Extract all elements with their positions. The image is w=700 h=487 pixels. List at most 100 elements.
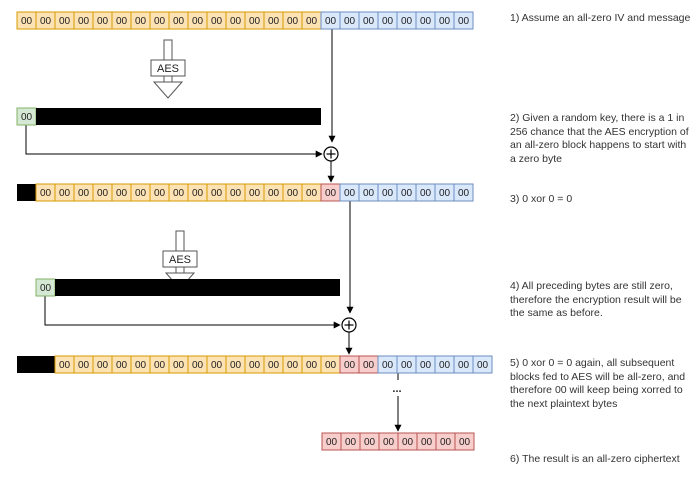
row6-cell-5-text: 00 xyxy=(421,437,433,448)
row1-cell-18-text: 00 xyxy=(363,16,375,27)
row1-cell-0-text: 00 xyxy=(21,16,33,27)
row2-cell-0-text: 00 xyxy=(21,112,33,123)
row3-cell-8-text: 00 xyxy=(192,188,204,199)
row5-cell-13-text: 00 xyxy=(306,360,318,371)
row5-cell-2-text: 00 xyxy=(97,360,109,371)
row3-cell-12-text: 00 xyxy=(268,188,280,199)
row5-cell-9-text: 00 xyxy=(230,360,242,371)
row3-cell-10-text: 00 xyxy=(230,188,242,199)
row5-cell-3-text: 00 xyxy=(116,360,128,371)
row6-cell-3-text: 00 xyxy=(383,437,395,448)
row6-cell-0-text: 00 xyxy=(326,437,338,448)
row2-encryption-output xyxy=(36,108,321,125)
aes-block-2-shaft xyxy=(175,230,185,252)
aes-block-2-neck xyxy=(175,266,185,274)
row1-cell-9-text: 00 xyxy=(192,16,204,27)
row3-cell-5-text: 00 xyxy=(135,188,147,199)
row1-cell-4-text: 00 xyxy=(97,16,109,27)
row5-cell-7-text: 00 xyxy=(192,360,204,371)
row5-cell-22-box xyxy=(472,355,493,374)
row4-encryption-output xyxy=(55,279,340,296)
row1-cell-19-text: 00 xyxy=(382,16,394,27)
note-2: 2) Given a random key, there is a 1 in 2… xyxy=(510,112,689,165)
row1-cell-14-text: 00 xyxy=(287,16,299,27)
row6-cell-4-text: 00 xyxy=(402,437,414,448)
row3-cell-1-text: 00 xyxy=(59,188,71,199)
aes-block-1: AES xyxy=(150,39,186,99)
note-1: 1) Assume an all-zero IV and message xyxy=(510,12,691,24)
row1-cell-6-text: 00 xyxy=(135,16,147,27)
row3-cell-21-text: 00 xyxy=(439,188,451,199)
row5-cell-12-text: 00 xyxy=(287,360,299,371)
row1-cell-1-text: 00 xyxy=(40,16,52,27)
note-6: 6) The result is an all-zero ciphertext xyxy=(510,453,680,465)
row6-cell-6-text: 00 xyxy=(440,437,452,448)
row5-cell-14-text: 00 xyxy=(325,360,337,371)
row1-cell-16-text: 00 xyxy=(325,16,337,27)
row1-cell-12-text: 00 xyxy=(249,16,261,27)
row3-cell-17-text: 00 xyxy=(363,188,375,199)
row5-cell-16-text: 00 xyxy=(363,360,375,371)
row5-cell-8-text: 00 xyxy=(211,360,223,371)
row5-cell-1-text: 00 xyxy=(78,360,90,371)
aes-block-1-neck xyxy=(163,75,173,83)
keystream-line-1 xyxy=(25,125,323,158)
row5-cell-21-text: 00 xyxy=(458,360,470,371)
row5-cell-10-text: 00 xyxy=(249,360,261,371)
row3-cell-2-text: 00 xyxy=(78,188,90,199)
row1-cell-23-text: 00 xyxy=(458,16,470,27)
row3-cell-22-text: 00 xyxy=(458,188,470,199)
row1-cell-13-text: 00 xyxy=(268,16,280,27)
row5-cell-5-text: 00 xyxy=(154,360,166,371)
row3-cell-22-box xyxy=(453,183,474,202)
row3-cell-9-text: 00 xyxy=(211,188,223,199)
row1-cell-7-text: 00 xyxy=(154,16,166,27)
row1-cell-21-text: 00 xyxy=(420,16,432,27)
row3-cell-14-text: 00 xyxy=(306,188,318,199)
row1-cell-10-text: 00 xyxy=(211,16,223,27)
row5-cell-4-text: 00 xyxy=(135,360,147,371)
row1-cell-17-text: 00 xyxy=(344,16,356,27)
row6-cell-7-box xyxy=(454,432,475,451)
row5-cell-22-text: 00 xyxy=(477,360,489,371)
row3-cell-18-text: 00 xyxy=(382,188,394,199)
row5-cell-6-text: 00 xyxy=(173,360,185,371)
byte-cells: 00 00 00 00 00 00 00 00 00 00 00 00 00 00 00 00 00 00 00 00… xyxy=(16,11,493,451)
row1-cell-22-text: 00 xyxy=(439,16,451,27)
row5-cell-0-text: 00 xyxy=(59,360,71,371)
plaintext-byte-line-2 xyxy=(341,200,354,314)
row1-cell-11-text: 00 xyxy=(230,16,242,27)
note-4: 4) All preceding bytes are still zero, t… xyxy=(510,280,682,319)
aes-block-1-shaft xyxy=(163,39,173,61)
row5-cell-18-text: 00 xyxy=(401,360,413,371)
row6-cell-1-text: 00 xyxy=(345,437,357,448)
row3-cell-6-text: 00 xyxy=(154,188,166,199)
row6-cell-2-text: 00 xyxy=(364,437,376,448)
row3-cell-3-text: 00 xyxy=(97,188,109,199)
row1-cell-23-box xyxy=(453,11,474,30)
keystream-line-2 xyxy=(44,296,341,329)
row5-cell-19-text: 00 xyxy=(420,360,432,371)
row6-cell-7-text: 00 xyxy=(459,437,471,448)
note-3: 3) 0 xor 0 = 0 xyxy=(510,193,573,205)
row5-cell-11-text: 00 xyxy=(268,360,280,371)
row1-cell-5-text: 00 xyxy=(116,16,128,27)
row5-shifted-out xyxy=(17,356,55,373)
row5-cell-15-text: 00 xyxy=(344,360,356,371)
row3-cell-19-text: 00 xyxy=(401,188,413,199)
row3-cell-0-text: 00 xyxy=(40,188,52,199)
continuation-dots: ... xyxy=(392,383,401,395)
row1-cell-15-text: 00 xyxy=(306,16,318,27)
row1-cell-3-text: 00 xyxy=(78,16,90,27)
row3-cell-15-text: 00 xyxy=(325,188,337,199)
row1-cell-8-text: 00 xyxy=(173,16,185,27)
note-5: 5) 0 xor 0 = 0 again, all subsequent blo… xyxy=(510,357,686,410)
connectors: AESAES... xyxy=(25,28,402,432)
plaintext-byte-line-1 xyxy=(322,28,336,143)
row1-cell-20-text: 00 xyxy=(401,16,413,27)
row4-cell-0-text: 00 xyxy=(40,283,52,294)
row5-cell-17-text: 00 xyxy=(382,360,394,371)
row3-cell-4-text: 00 xyxy=(116,188,128,199)
row3-cell-16-text: 00 xyxy=(344,188,356,199)
